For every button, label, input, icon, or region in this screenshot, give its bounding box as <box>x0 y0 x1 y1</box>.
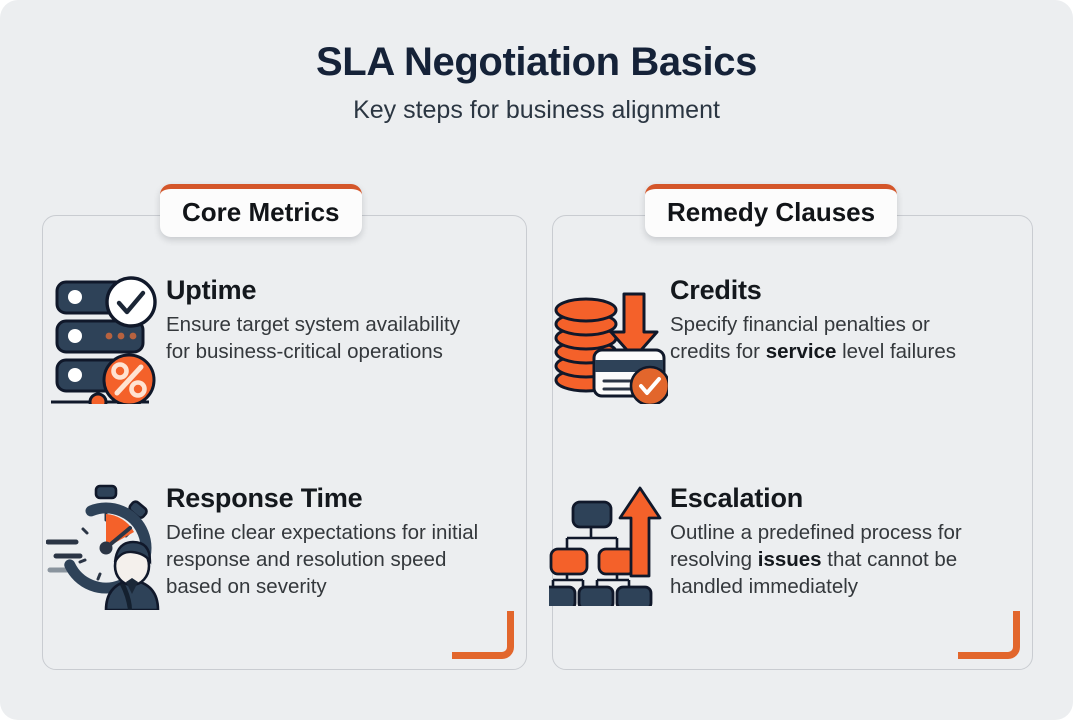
item-response-time: Response Time Define clear expectations … <box>44 478 504 610</box>
item-credits: Credits Specify financial penalties or c… <box>548 270 998 404</box>
item-credits-title: Credits <box>670 275 762 305</box>
item-credits-desc: Specify financial penalties or credits f… <box>670 312 957 363</box>
item-escalation-desc: Outline a predefined process for resolvi… <box>670 520 962 599</box>
item-response-time-text: Response Time Define clear expectations … <box>166 478 496 600</box>
item-credits-text: Credits Specify financial penalties or c… <box>670 270 990 365</box>
tab-core-metrics[interactable]: Core Metrics <box>160 184 362 238</box>
item-escalation: Escalation Outline a predefined process … <box>548 478 998 610</box>
item-escalation-text: Escalation Outline a predefined process … <box>670 478 990 600</box>
corner-accent-icon <box>958 611 1020 659</box>
item-escalation-title: Escalation <box>670 483 804 513</box>
item-uptime-desc: Ensure target system availability for bu… <box>166 312 460 363</box>
coins-credit-card-icon <box>548 270 670 404</box>
tab-remedy-clauses[interactable]: Remedy Clauses <box>645 184 898 238</box>
item-response-time-title: Response Time <box>166 483 363 513</box>
item-uptime: Uptime Ensure target system availability… <box>44 270 484 404</box>
org-chart-arrow-icon <box>548 478 670 610</box>
corner-accent-icon <box>452 611 514 659</box>
item-response-time-desc: Define clear expectations for initial re… <box>166 520 479 599</box>
header: SLA Negotiation Basics Key steps for bus… <box>0 40 1073 125</box>
item-uptime-text: Uptime Ensure target system availability… <box>166 270 466 365</box>
server-rack-uptime-icon <box>44 270 166 404</box>
page-subtitle: Key steps for business alignment <box>353 95 720 124</box>
page-title: SLA Negotiation Basics <box>316 40 757 84</box>
item-uptime-title: Uptime <box>166 275 257 305</box>
stopwatch-agent-icon <box>44 478 166 610</box>
